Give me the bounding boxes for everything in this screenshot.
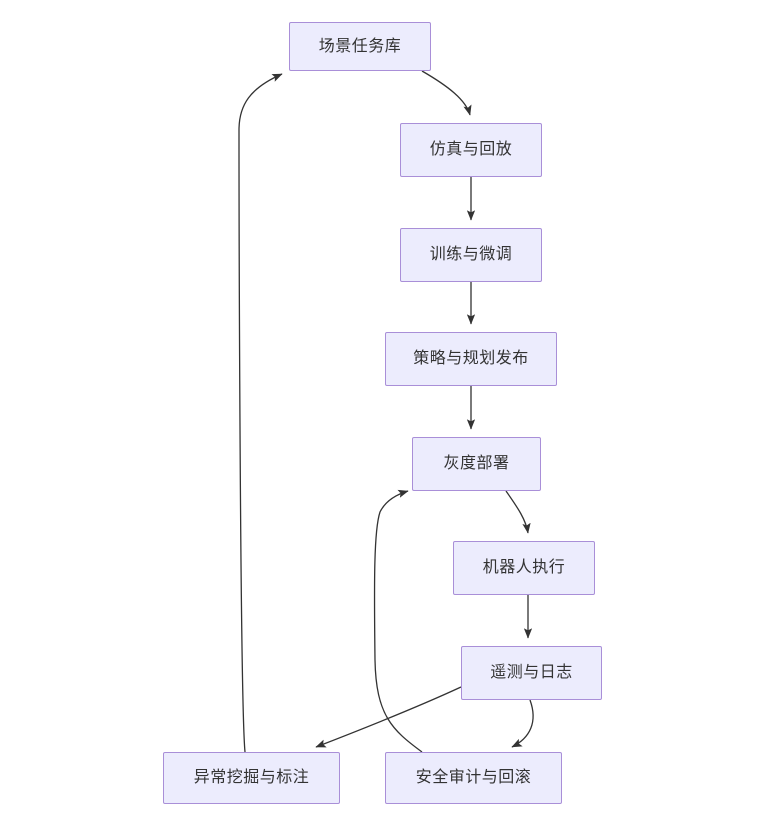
- node-label: 训练与微调: [429, 246, 513, 263]
- node-label: 策略与规划发布: [413, 350, 529, 367]
- node-training-and-finetuning[interactable]: 训练与微调: [400, 228, 542, 282]
- node-label: 遥测与日志: [490, 664, 573, 681]
- node-label: 灰度部署: [443, 455, 510, 472]
- edge-audit-to-canary: [373, 489, 423, 753]
- node-label: 场景任务库: [318, 37, 402, 55]
- edge-telemetry-to-anomaly: [315, 686, 462, 748]
- node-label: 异常挖掘与标注: [193, 769, 310, 786]
- node-policy-and-planning-release[interactable]: 策略与规划发布: [385, 332, 557, 386]
- node-robot-execution[interactable]: 机器人执行: [453, 541, 595, 595]
- node-anomaly-mining-and-labeling[interactable]: 异常挖掘与标注: [163, 752, 340, 804]
- node-canary-deployment[interactable]: 灰度部署: [412, 437, 541, 491]
- node-safety-audit-and-rollback[interactable]: 安全审计与回滚: [385, 752, 562, 804]
- node-label: 机器人执行: [482, 559, 566, 576]
- edge-telemetry-to-audit: [511, 699, 534, 748]
- edge-canary-to-robot: [505, 490, 531, 534]
- node-scenario-task-library[interactable]: 场景任务库: [289, 22, 431, 71]
- node-label: 仿真与回放: [429, 141, 513, 158]
- edge-anomaly-to-library: [238, 73, 283, 753]
- node-simulation-and-replay[interactable]: 仿真与回放: [400, 123, 542, 177]
- node-telemetry-and-logs[interactable]: 遥测与日志: [461, 646, 602, 700]
- edge-library-to-simulation: [421, 70, 472, 116]
- node-label: 安全审计与回滚: [415, 769, 532, 786]
